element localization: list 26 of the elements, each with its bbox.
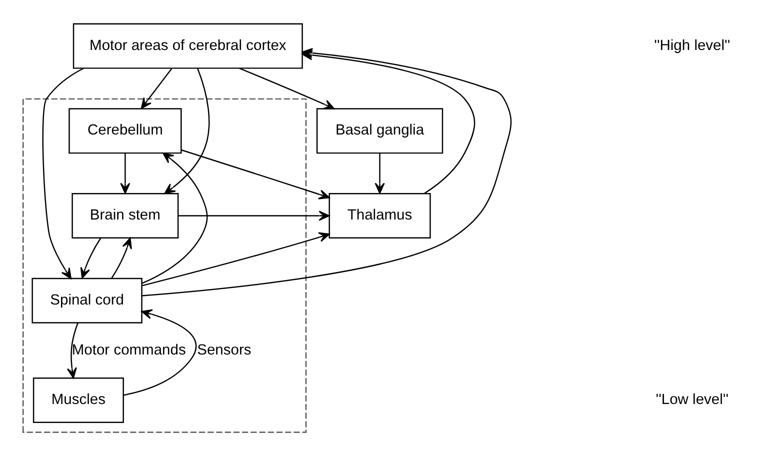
node-box: Muscles: [32, 377, 124, 423]
arrow: [164, 68, 210, 194]
arrow: [66, 322, 78, 378]
arrow: [142, 47, 512, 296]
label: ''Low level'': [656, 392, 729, 408]
arrow: [181, 148, 330, 199]
arrow: [239, 67, 335, 109]
arrow: [120, 152, 130, 194]
arrow: [178, 210, 330, 220]
edge-label: Sensors: [197, 342, 252, 358]
arrow: [111, 237, 132, 278]
arrow: [80, 237, 102, 278]
label: ''High level'': [654, 37, 730, 54]
arrow: [374, 152, 385, 194]
node-box: Thalamus: [328, 192, 431, 238]
node-box: Cerebellum: [68, 108, 182, 154]
arrow: [142, 232, 330, 286]
node-box: Brain stem: [72, 192, 179, 238]
arrow: [42, 67, 84, 279]
arrow: [123, 308, 197, 396]
arrow: [140, 68, 172, 108]
edge-label: Motor commands: [72, 342, 186, 358]
node-box: Spinal cord: [32, 277, 142, 323]
node-box: Basal ganglia: [316, 108, 444, 154]
arrow: [142, 152, 208, 284]
node-box: Motor areas of cerebral cortex: [72, 22, 303, 68]
